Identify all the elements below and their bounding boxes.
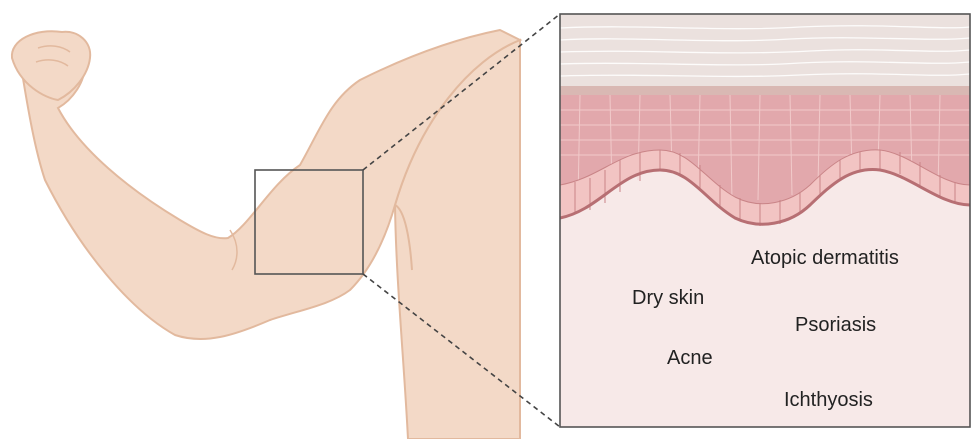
label-dry-skin: Dry skin: [632, 287, 704, 310]
label-ichthyosis: Ichthyosis: [784, 389, 873, 412]
fist-shape: [12, 31, 90, 100]
granular-band: [560, 86, 970, 96]
label-acne: Acne: [667, 347, 713, 370]
label-atopic-dermatitis: Atopic dermatitis: [751, 247, 899, 270]
label-psoriasis: Psoriasis: [795, 314, 876, 337]
skin-cross-section: [560, 14, 970, 427]
